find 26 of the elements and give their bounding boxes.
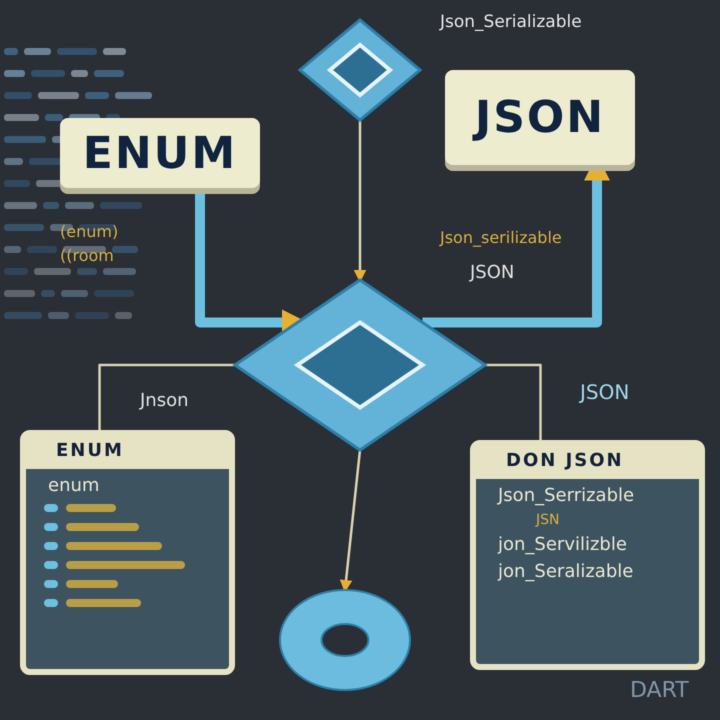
sign-title: JSON: [474, 92, 606, 143]
text-label: JSON: [580, 380, 630, 404]
code-line: jon_Servilizble: [496, 533, 628, 555]
diamond-shape: [235, 280, 485, 450]
text-label: ((room: [60, 246, 114, 265]
sign-panel: [60, 118, 260, 188]
text-label: DART: [630, 678, 689, 703]
sign-panel: [445, 70, 635, 165]
ring-shape: [280, 590, 410, 690]
window-title: ENUM: [26, 436, 229, 469]
text-label: JSON: [470, 262, 514, 283]
code-window: [470, 440, 705, 670]
code-line: jon_Seralizable: [496, 560, 634, 582]
window-title: DON JSON: [476, 446, 699, 479]
code-line: JSN: [534, 511, 560, 528]
code-window: [20, 430, 235, 675]
text-label: Json_Serializable: [440, 12, 582, 32]
connector-line: [485, 364, 542, 440]
diamond-shape: [300, 20, 420, 120]
text-label: (enum): [60, 222, 118, 241]
code-line: enum: [47, 474, 100, 496]
text-label: Jnson: [140, 390, 189, 411]
code-line: Json_Serrizable: [496, 484, 636, 506]
text-label: Json_serilizable: [440, 228, 562, 247]
sign-title: ENUM: [82, 128, 238, 178]
connector-line: [98, 364, 235, 430]
